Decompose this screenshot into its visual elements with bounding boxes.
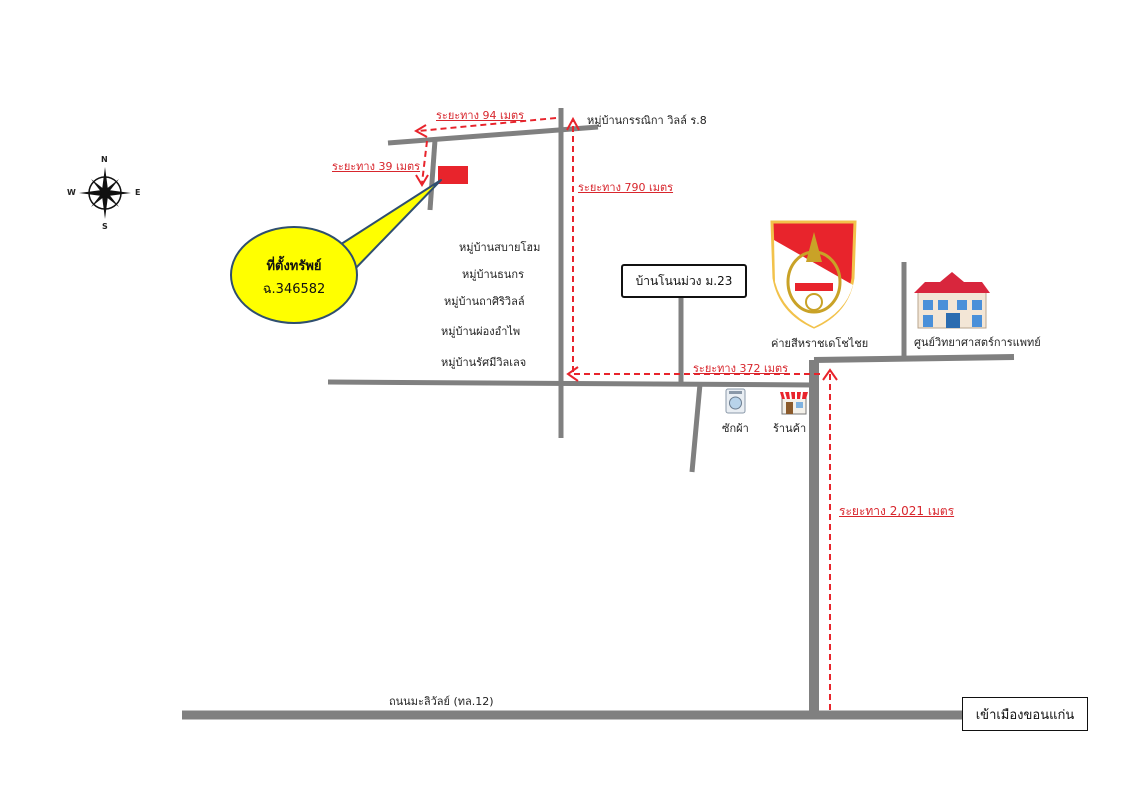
route	[417, 117, 831, 710]
village-phong-amphai: หมู่บ้านผ่องอำไพ	[441, 325, 521, 338]
village-sabai-home: หมู่บ้านสบายโฮม	[459, 241, 541, 254]
shop-label: ร้านค้า	[773, 422, 807, 435]
distance-39: ระยะทาง 39 เมตร	[332, 160, 421, 173]
property-branch	[427, 139, 438, 211]
laundry-icon	[725, 388, 746, 414]
distance-790: ระยะทาง 790 เมตร	[578, 181, 674, 194]
compass-icon	[79, 167, 131, 219]
medical-center-label: ศูนย์วิทยาศาสตร์การแพทย์	[914, 336, 1041, 349]
ban-non-muang-label: บ้านโนนม่วง ม.23	[621, 264, 747, 298]
callout-cover	[334, 250, 353, 272]
property-marker	[438, 166, 468, 184]
compass-w: W	[67, 188, 76, 197]
laundry-label: ซักผ้า	[722, 422, 749, 435]
to-city-label: เข้าเมืองขอนแก่น	[962, 697, 1088, 731]
compass-e: E	[135, 188, 141, 197]
route-39	[421, 140, 428, 184]
roads	[182, 108, 1015, 720]
camp-label: ค่ายสีหราชเดโชไชย	[771, 337, 869, 350]
village-kannika: หมู่บ้านกรรณิกา วิลล์ ร.8	[587, 114, 707, 127]
property-title: ที่ตั้งทรัพย์	[266, 259, 322, 274]
compass-n: N	[101, 155, 108, 164]
village-tasiri: หมู่บ้านถาศิริวิลล์	[444, 295, 525, 308]
camp-emblem-icon	[770, 220, 857, 329]
distance-372: ระยะทาง 372 เมตร	[693, 362, 789, 375]
shop-icon	[780, 391, 808, 415]
distance-94: ระยะทาง 94 เมตร	[436, 109, 525, 122]
main-road-label: ถนนมะลิวัลย์ (ทล.12)	[389, 695, 494, 708]
compass-s: S	[102, 222, 108, 231]
route-arrowheads	[413, 116, 838, 382]
village-thanakorn: หมู่บ้านธนกร	[462, 268, 524, 281]
medical-center-building-icon	[914, 272, 990, 329]
laundry-branch	[689, 383, 703, 473]
property-code: ฉ.346582	[262, 282, 326, 297]
route-94	[417, 117, 557, 132]
top-road	[387, 124, 599, 146]
road-to-medical-center	[813, 354, 1015, 363]
distance-2021: ระยะทาง 2,021 เมตร	[839, 504, 955, 518]
village-ratsami: หมู่บ้านรัศมีวิลเลจ	[441, 356, 527, 369]
soi-horizontal	[327, 379, 815, 388]
property-bubble	[230, 226, 358, 324]
